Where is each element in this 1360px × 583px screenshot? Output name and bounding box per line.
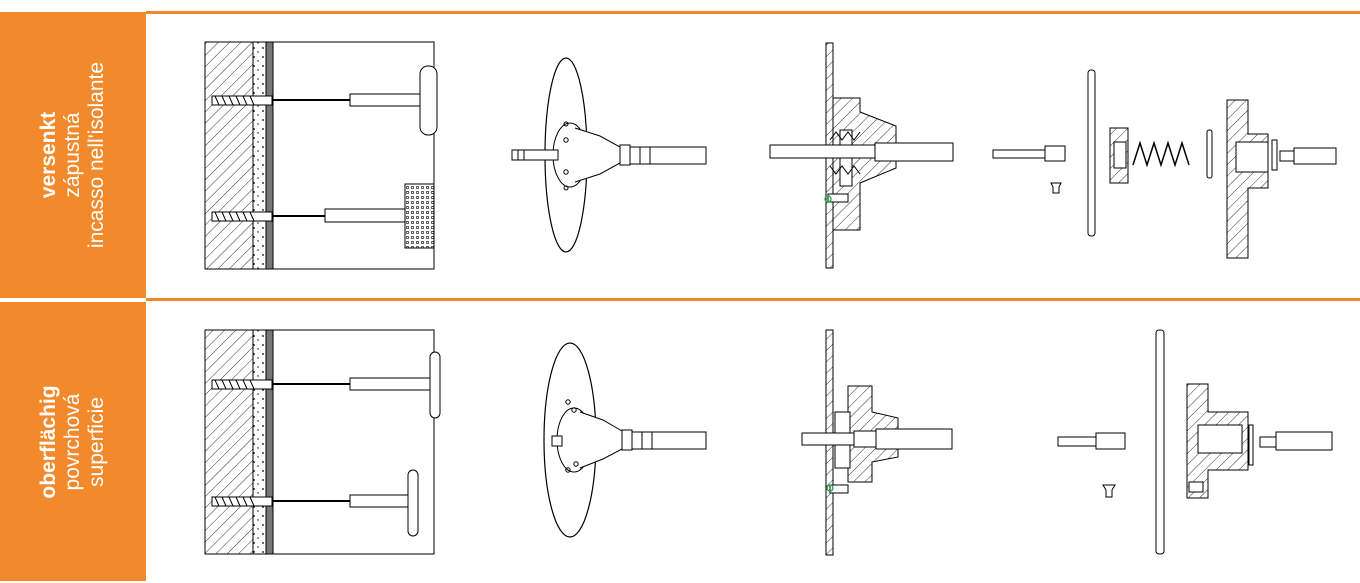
orange-divider-top: [146, 11, 1360, 14]
row-label-versenkt: versenkt zápustná incasso nell'isolante: [0, 12, 146, 298]
orange-divider-middle: [146, 298, 1360, 301]
exploded-view-versenkt: [992, 69, 1337, 259]
assembly-section-oberflaechig: [801, 329, 953, 556]
disc-tool-perspective-versenkt: [511, 57, 707, 253]
wall-section-drawing-versenkt: [204, 41, 438, 270]
exploded-view-oberflaechig: [1057, 329, 1333, 555]
wall-section-drawing-oberflaechig: [204, 329, 441, 555]
disc-tool-perspective-oberflaechig: [543, 342, 707, 538]
row-label-oberflaechig: oberflächig povrchová superficie: [0, 302, 146, 581]
assembly-section-versenkt: [769, 42, 954, 269]
